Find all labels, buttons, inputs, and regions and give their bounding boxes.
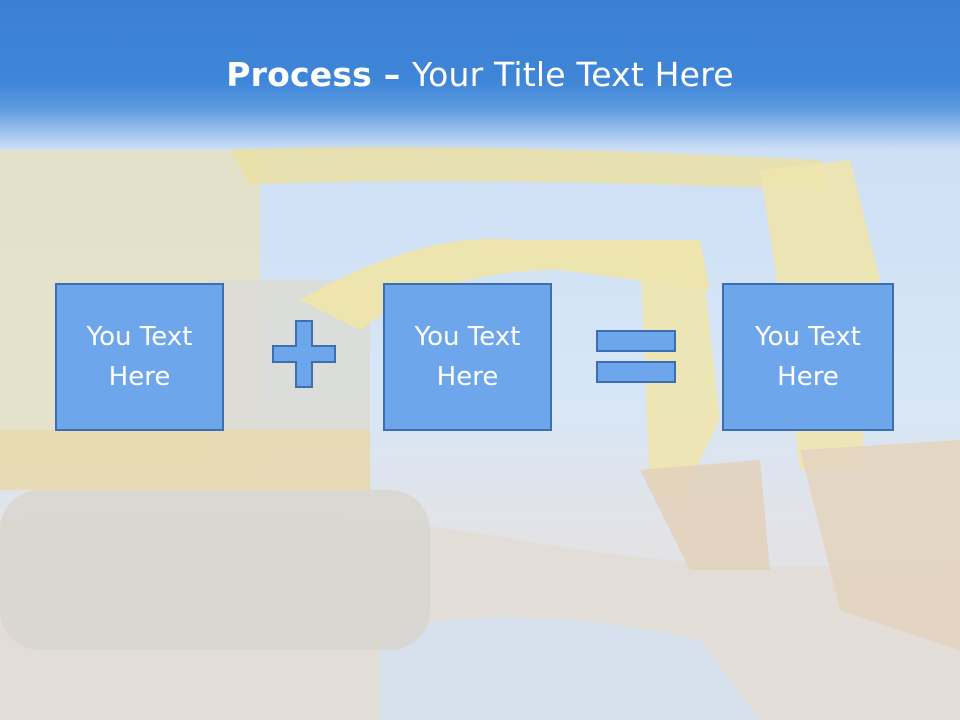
process-box-line-2: Here [108,362,171,392]
slide-title: Process – Your Title Text Here [0,52,960,98]
plus-icon [272,320,336,388]
process-box-line-1: You Text [755,322,861,352]
title-bar [0,0,960,150]
title-dash: – [372,55,413,94]
title-text: Your Title Text Here [412,55,734,94]
process-box-line-1: You Text [414,322,521,352]
process-box-line-2: Here [777,362,839,392]
process-box-line-2: Here [436,362,499,392]
process-box-line-1: You Text [86,322,193,352]
title-bold-part: Process [226,55,373,94]
equals-icon [596,330,676,383]
